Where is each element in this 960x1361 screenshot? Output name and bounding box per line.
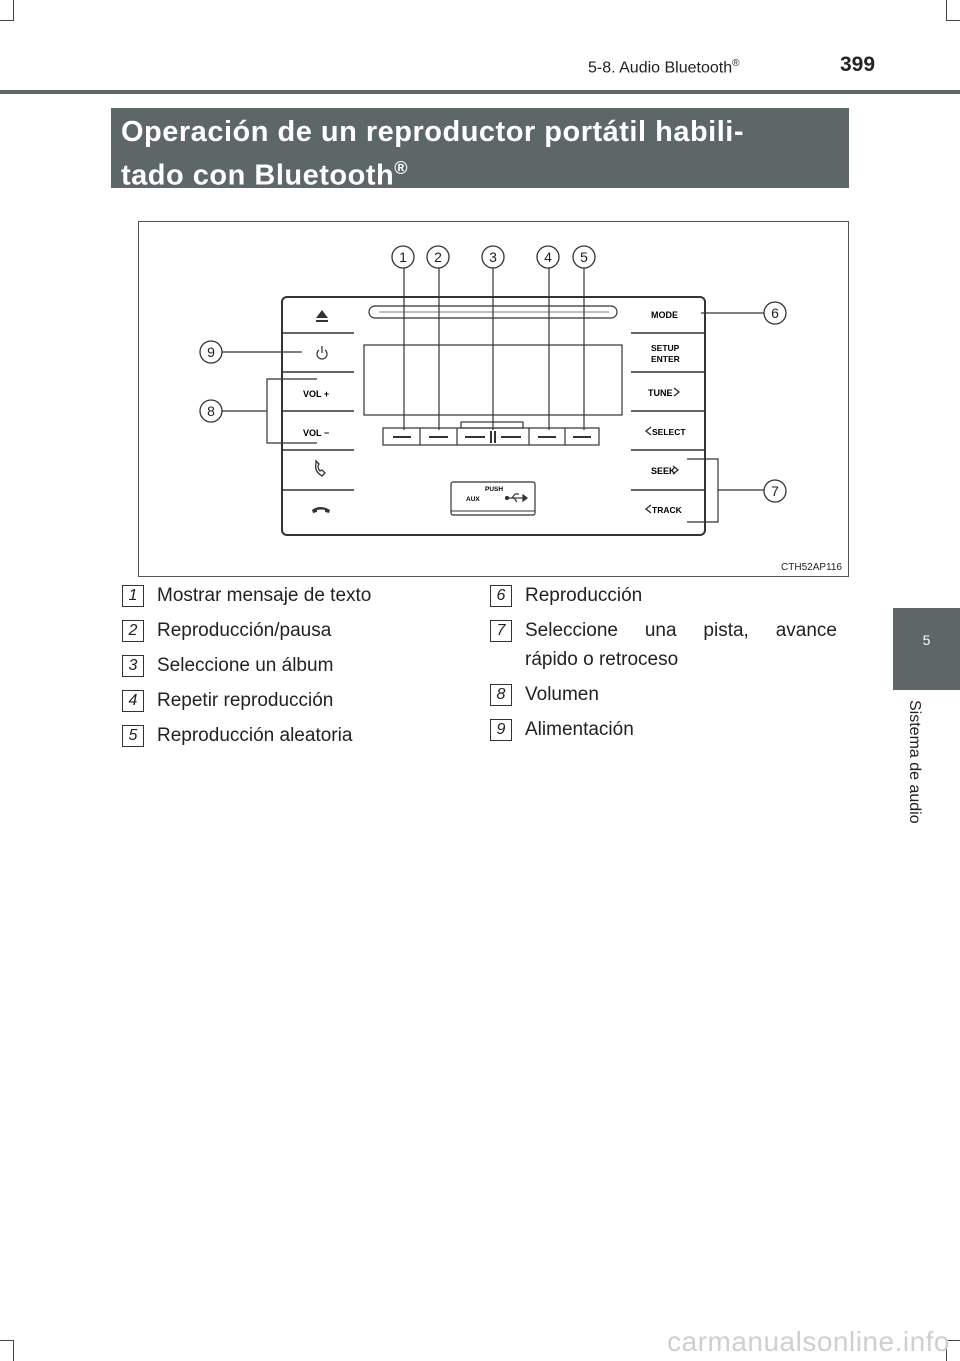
legend-number-8: 8 [490,684,512,706]
callout-1: 1 [399,249,407,265]
callout-6: 6 [771,305,779,321]
vol-minus-label[interactable]: VOL − [303,428,329,438]
legend-text-2: Reproducción/pausa [157,620,332,641]
preset-button-row[interactable] [382,421,600,446]
legend-text-4: Repetir reproducción [157,690,334,711]
legend-text-1: Mostrar mensaje de texto [157,585,372,606]
section-title: Operación de un reproductor portátil hab… [111,108,849,192]
legend-text-5: Reproducción aleatoria [157,725,353,746]
audio-panel-drawing: VOL + VOL − MODE SETUP ENTER TUNE SELECT… [199,245,787,536]
legend-text-9: Alimentación [525,719,634,740]
crop-mark [946,0,947,20]
legend-number-1: 1 [122,585,144,607]
crop-mark [13,0,14,20]
legend-number-3: 3 [122,655,144,677]
legend-number-7: 7 [490,620,512,642]
track-label[interactable]: TRACK [652,505,683,515]
enter-label[interactable]: ENTER [651,354,680,364]
legend-text-7: Seleccione una pista, avance rápido o re… [525,616,837,674]
phone-pickup-icon[interactable] [314,459,326,477]
legend-text-7-line-2: rápido o retroceso [525,649,679,670]
legend-number-2: 2 [122,620,144,642]
legend-text-3: Seleccione un álbum [157,655,334,676]
crop-mark [0,20,14,21]
callout-5: 5 [580,249,588,265]
callout-9: 9 [207,344,215,360]
section-header: 5-8. Audio Bluetooth® [588,58,740,77]
crop-mark [0,1340,14,1341]
page-number: 399 [840,53,876,76]
tune-arrow-icon [673,387,681,397]
crop-mark [946,1340,960,1341]
callout-7: 7 [771,483,779,499]
usb-icon [504,493,528,503]
select-arrow-icon [644,426,652,436]
push-label: PUSH [485,486,503,493]
audio-panel-figure: VOL + VOL − MODE SETUP ENTER TUNE SELECT… [138,221,849,577]
crop-mark [13,1340,14,1361]
aux-label: AUX [466,496,480,503]
setup-label[interactable]: SETUP [651,343,680,353]
title-line-1: Operación de un reproductor portátil hab… [121,116,744,148]
legend-number-4: 4 [122,690,144,712]
select-label[interactable]: SELECT [652,427,686,437]
legend-text-8: Volumen [525,684,599,705]
legend-number-5: 5 [122,725,144,747]
figure-code: CTH52AP116 [781,562,842,573]
mode-label[interactable]: MODE [651,310,678,320]
chapter-label: Sistema de audio [906,700,923,824]
callout-3: 3 [489,249,497,265]
power-icon[interactable] [316,346,328,360]
crop-mark [946,1340,947,1361]
legend-text-6: Reproducción [525,585,643,606]
legend-number-9: 9 [490,719,512,741]
track-arrow-icon [644,504,652,514]
legend-text-7-line-1: Seleccione una pista, avance [525,620,837,641]
header-rule [0,90,960,94]
seek-arrow-icon [672,465,680,475]
title-line-2: tado con Bluetooth® [121,158,408,192]
vol-plus-label[interactable]: VOL + [303,389,329,399]
callout-8: 8 [207,403,215,419]
legend-number-6: 6 [490,585,512,607]
callout-4: 4 [544,249,552,265]
eject-icon[interactable] [316,310,328,322]
crop-mark [946,20,960,21]
aux-usb-port[interactable]: PUSH AUX [450,481,536,516]
watermark: carmanualsonline.info [667,1326,950,1357]
callout-2: 2 [434,249,442,265]
tune-label[interactable]: TUNE [648,388,673,398]
chapter-tab: 5 [893,608,960,690]
seek-label[interactable]: SEEK [651,466,676,476]
phone-hangup-icon[interactable] [312,507,330,513]
chapter-number: 5 [922,632,931,648]
